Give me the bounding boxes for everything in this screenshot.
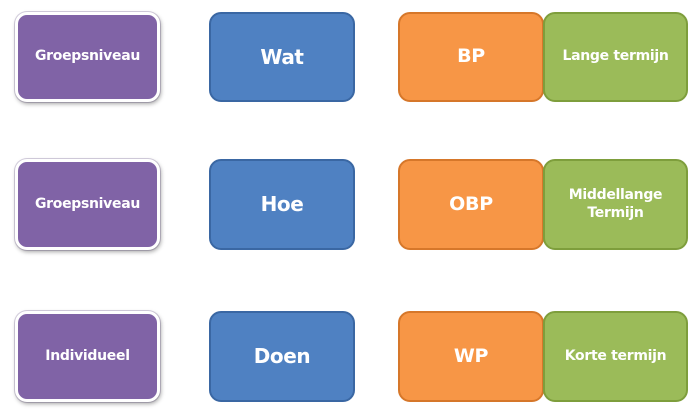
term-box-3: Korte termijn <box>543 311 688 402</box>
term-label-3: Korte termijn <box>564 347 667 364</box>
plan-box-3: WP <box>398 311 544 402</box>
plan-label-2: OBP <box>449 192 493 215</box>
question-label-2: Hoe <box>260 192 304 216</box>
level-box-1: Groepsniveau <box>15 12 160 102</box>
question-label-1: Wat <box>260 44 304 69</box>
plan-label-1: BP <box>457 45 485 68</box>
level-label-1: Groepsniveau <box>34 48 141 65</box>
plan-box-2: OBP <box>398 159 544 250</box>
level-label-3: Individueel <box>45 347 130 364</box>
question-box-2: Hoe <box>209 159 355 250</box>
term-label-1: Lange termijn <box>562 48 669 65</box>
level-box-3: Individueel <box>15 311 160 402</box>
term-label-2-line2: Termijn <box>587 204 644 221</box>
question-box-3: Doen <box>209 311 355 402</box>
term-label-2-line1: Middellange <box>568 187 663 203</box>
term-box-2: Middellange Termijn <box>543 159 688 250</box>
term-box-1: Lange termijn <box>543 12 688 102</box>
plan-box-1: BP <box>398 12 544 102</box>
question-label-3: Doen <box>253 344 311 368</box>
level-label-2: Groepsniveau <box>34 195 141 212</box>
question-box-1: Wat <box>209 12 355 102</box>
level-box-2: Groepsniveau <box>15 159 160 250</box>
plan-label-3: WP <box>453 344 489 367</box>
